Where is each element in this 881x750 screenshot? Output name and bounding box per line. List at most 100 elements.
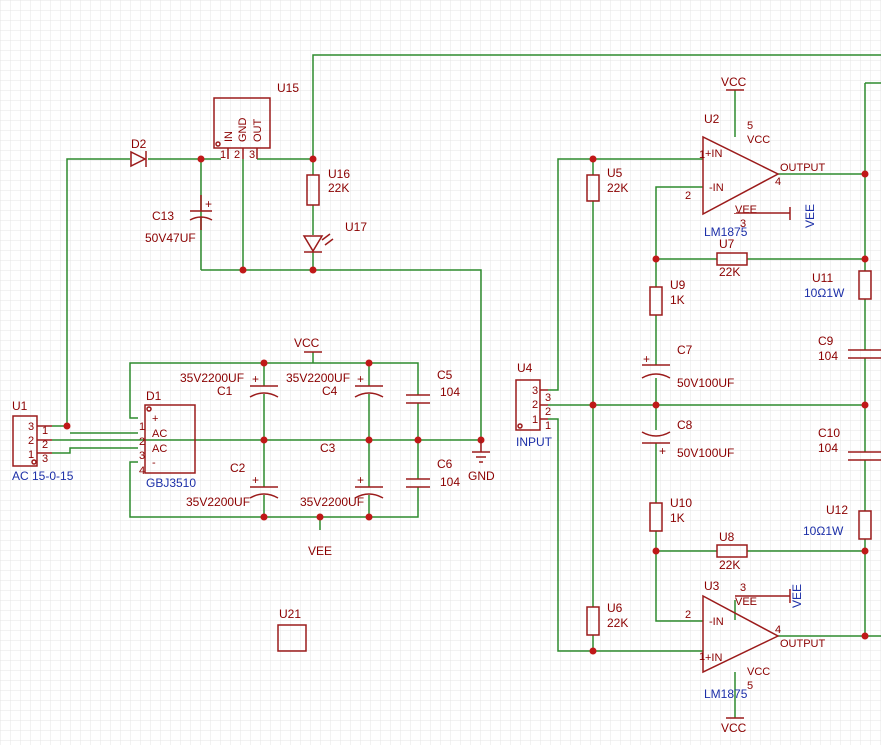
- u2-vee: VEE: [735, 204, 757, 216]
- c2-ref: C2: [230, 461, 246, 475]
- d1-pin3: 3: [139, 450, 145, 462]
- c13-plus: +: [205, 197, 212, 211]
- c7-value: 50V100UF: [677, 376, 734, 390]
- u16-resistor[interactable]: U16 22K: [306, 167, 350, 206]
- c9-value: 104: [818, 349, 838, 363]
- c1-plus: +: [252, 372, 259, 386]
- u3-vcc-net: VCC: [721, 721, 747, 735]
- c8-ref: C8: [677, 418, 693, 432]
- vee-symbol-left: VEE: [308, 544, 332, 558]
- gnd-symbol: GND: [468, 440, 495, 483]
- u15-pin3: 3: [249, 149, 255, 161]
- u4-input-connector[interactable]: U4 3 2 1 3 2 1 INPUT: [515, 361, 553, 449]
- u17-ref: U17: [345, 220, 367, 234]
- u11-ref: U11: [812, 271, 833, 285]
- u3-vee-net: VEE: [790, 584, 804, 608]
- vcc-label-left: VCC: [294, 336, 320, 350]
- d1-pin2: 2: [139, 436, 145, 448]
- u10-resistor[interactable]: U10 1K: [649, 496, 692, 532]
- c7-capacitor[interactable]: + C7 50V100UF: [641, 343, 734, 390]
- u5-resistor[interactable]: U5 22K: [586, 166, 628, 202]
- u8-ref: U8: [719, 530, 735, 544]
- d1-pin-plus: +: [152, 413, 158, 425]
- u12-resistor[interactable]: U12 10Ω1W: [803, 503, 872, 540]
- d1-pin-ac1: AC: [152, 428, 167, 440]
- u1-ref: U1: [12, 399, 28, 413]
- u21-part[interactable]: U21: [277, 607, 307, 652]
- u3-pin5: 5: [747, 680, 753, 692]
- u3-value: LM1875: [704, 687, 748, 701]
- u15-pin2: 2: [234, 149, 240, 161]
- u1-connector[interactable]: U1 3 2 1 3 2 1 AC 15-0-15: [12, 399, 74, 483]
- c5-capacitor[interactable]: C5 104: [406, 368, 460, 404]
- c1-capacitor[interactable]: + 35V2200UF C1: [180, 371, 279, 398]
- u4-pin2-outer: 2: [545, 406, 551, 418]
- c7-ref: C7: [677, 343, 693, 357]
- u6-ref: U6: [607, 601, 623, 615]
- d1-ref: D1: [146, 389, 162, 403]
- u2-pin4: 4: [775, 176, 781, 188]
- c3-ref: C3: [320, 441, 336, 455]
- c1-value: 35V2200UF: [180, 371, 244, 385]
- u7-value: 22K: [719, 265, 740, 279]
- c2-capacitor[interactable]: + C2 35V2200UF: [186, 461, 279, 509]
- u2-output: OUTPUT: [780, 162, 826, 174]
- u4-pin1-outer: 1: [545, 420, 551, 432]
- u11-value: 10Ω1W: [804, 286, 845, 300]
- u3-ref: U3: [704, 579, 720, 593]
- c4b-capacitor[interactable]: + 35V2200UF: [300, 473, 384, 509]
- u1-pin1: 1: [28, 449, 34, 461]
- u3-pin3: 3: [740, 582, 746, 594]
- u7-resistor[interactable]: U7 22K: [716, 237, 748, 279]
- u16-value: 22K: [328, 181, 349, 195]
- u3-pin2: 2: [685, 609, 691, 621]
- d1-value: GBJ3510: [146, 476, 196, 490]
- c6-capacitor[interactable]: C6 104: [406, 457, 460, 489]
- u2-minus-in: -IN: [709, 182, 724, 194]
- u17-led[interactable]: U17: [302, 220, 367, 253]
- u15-regulator[interactable]: U15 IN GND OUT 1 2 3: [213, 81, 299, 161]
- u2-vcc: VCC: [747, 134, 770, 146]
- u1-pin3: 3: [28, 421, 34, 433]
- c9-capacitor[interactable]: C9 104: [818, 334, 881, 363]
- u1-pin1-outer: 1: [42, 425, 48, 437]
- u9-resistor[interactable]: U9 1K: [649, 278, 686, 316]
- d1-pin4: 4: [139, 465, 145, 477]
- u3-output: OUTPUT: [780, 638, 826, 650]
- u12-ref: U12: [826, 503, 848, 517]
- u3-amplifier[interactable]: U3 -IN +IN OUTPUT VEE VCC 1 2 3 4 5 LM18…: [685, 579, 826, 735]
- u3-pin4: 4: [775, 624, 781, 636]
- u4-pin3: 3: [532, 385, 538, 397]
- u2-pin2: 2: [685, 190, 691, 202]
- c13-capacitor[interactable]: + C13 50V47UF: [145, 195, 213, 245]
- u3-vcc: VCC: [747, 666, 770, 678]
- junctions: [63, 155, 869, 655]
- c8-capacitor[interactable]: + C8 50V100UF: [641, 418, 734, 460]
- d1-pin-minus: -: [152, 457, 156, 469]
- c10-capacitor[interactable]: C10 104: [818, 426, 881, 461]
- u11-resistor[interactable]: U11 10Ω1W: [804, 270, 872, 300]
- c4-ref: C4: [322, 384, 338, 398]
- d2-diode[interactable]: D2: [130, 137, 147, 168]
- u2-pin3: 3: [740, 218, 746, 230]
- vcc-symbol-left: VCC: [294, 336, 322, 353]
- u5-ref: U5: [607, 166, 623, 180]
- u2-amplifier[interactable]: U2 +IN -IN OUTPUT VEE VCC 1 2 3 4 5 LM18…: [685, 75, 826, 239]
- u15-ref: U15: [277, 81, 299, 95]
- c8-value: 50V100UF: [677, 446, 734, 460]
- u4-pin3-outer: 3: [545, 392, 551, 404]
- c10-ref: C10: [818, 426, 840, 440]
- d1-bridge-rectifier[interactable]: D1 + AC AC - 1 2 3 4 GBJ3510: [139, 389, 196, 490]
- vee-label-left: VEE: [308, 544, 332, 558]
- c4-capacitor[interactable]: + 35V2200UF C4: [286, 371, 384, 398]
- u6-resistor[interactable]: U6 22K: [586, 601, 628, 636]
- u9-ref: U9: [670, 278, 686, 292]
- u2-vcc-net: VCC: [721, 75, 747, 89]
- c1-ref: C1: [217, 384, 233, 398]
- gnd-label: GND: [468, 469, 495, 483]
- u4-pin1: 1: [532, 414, 538, 426]
- u8-resistor[interactable]: U8 22K: [716, 530, 748, 572]
